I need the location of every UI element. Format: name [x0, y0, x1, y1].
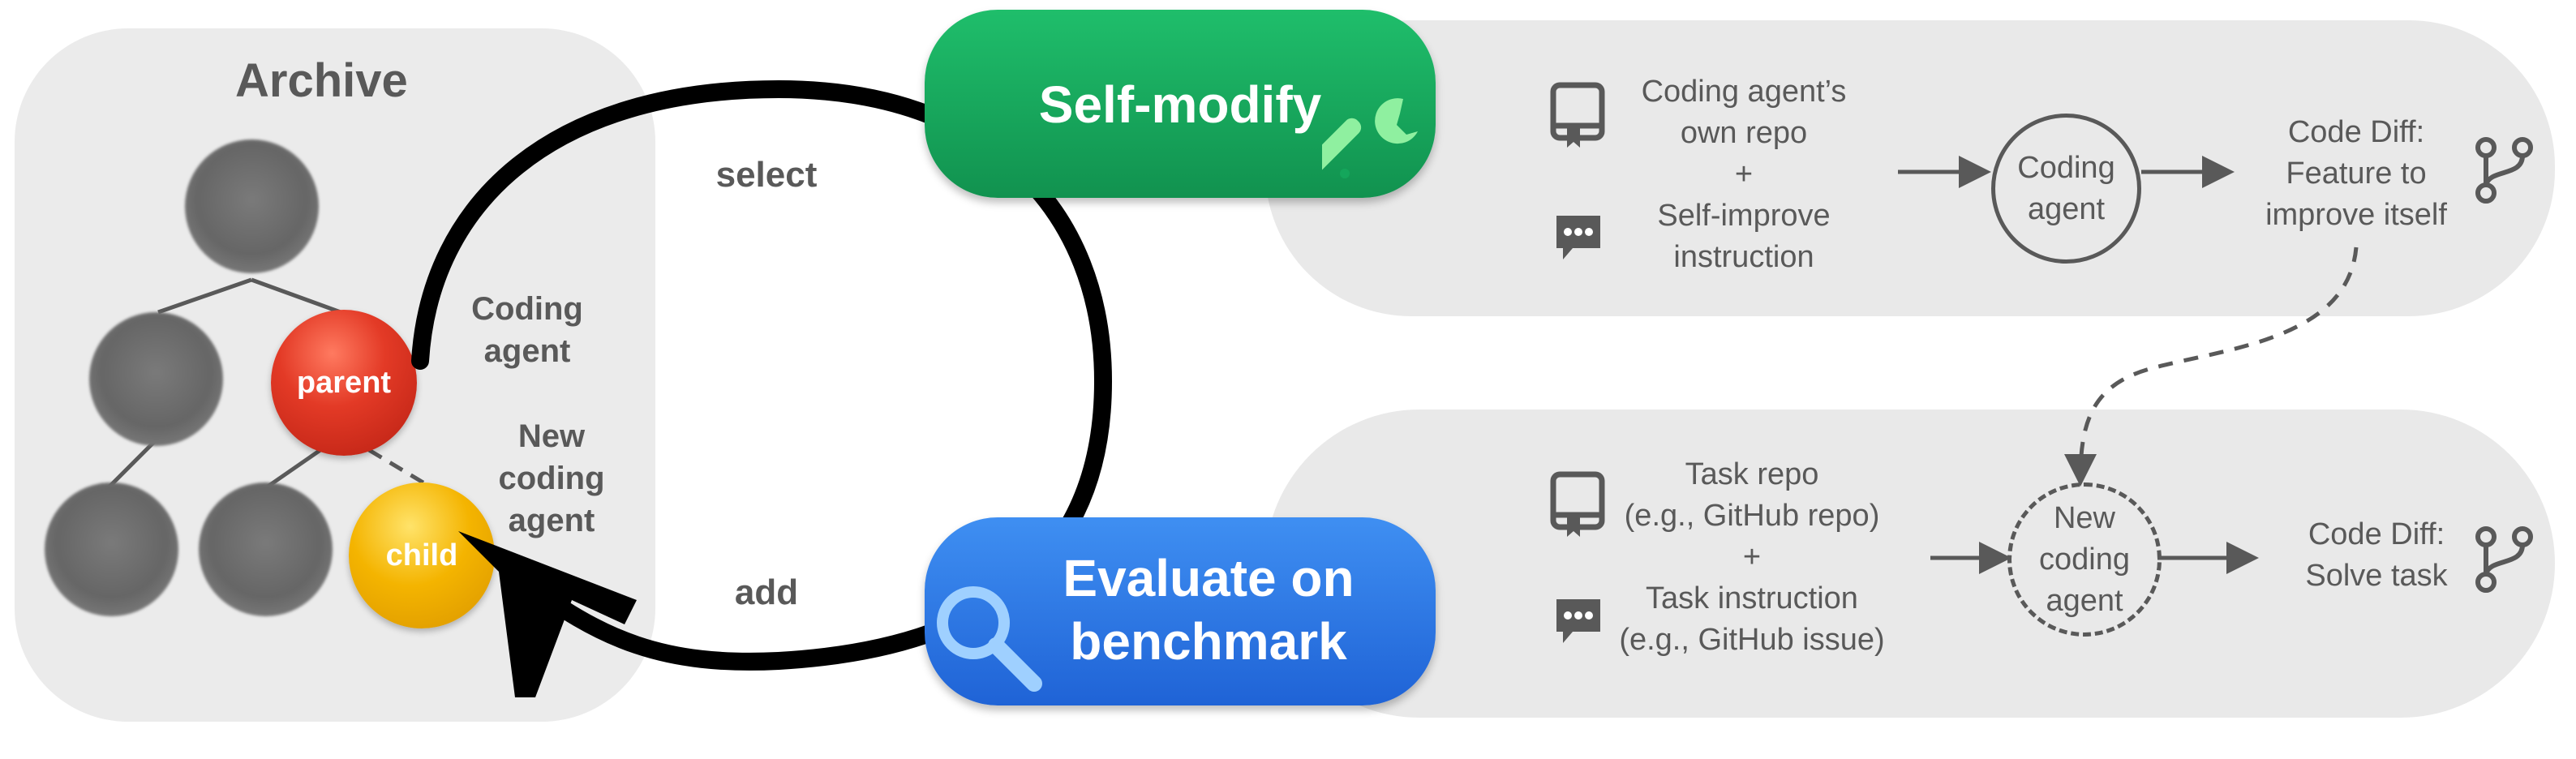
branch-icon [2475, 137, 2533, 204]
archive-node-leaf-2 [199, 482, 333, 616]
coding-agent-circle: Coding agent [1991, 114, 2141, 264]
branch-icon [2475, 526, 2533, 593]
comment-icon [1556, 599, 1600, 643]
top-input-text: Coding agent’s own repo + Self-improve i… [1641, 75, 1847, 274]
wrench-icon [1322, 98, 1418, 178]
loop-arrowhead [458, 531, 637, 697]
parent-node: parent [271, 310, 417, 456]
add-label: add [734, 572, 799, 612]
new-coding-agent-label: New coding agent [498, 418, 605, 538]
bottom-output-text: Code Diff: Solve task [2305, 517, 2448, 593]
archive-node-root [185, 139, 319, 273]
coding-agent-label: Coding agent [471, 291, 583, 369]
self-modify-button[interactable]: Self-modify [925, 10, 1436, 198]
bottom-input-text: Task repo (e.g., GitHub repo) + Task ins… [1619, 457, 1885, 657]
top-output-text: Code Diff: Feature to improve itself [2265, 115, 2447, 232]
dashed-feedback-arrow [2064, 247, 2359, 487]
repo-icon [1550, 471, 1605, 537]
repo-icon [1550, 82, 1605, 148]
comment-icon [1556, 216, 1600, 259]
archive-title: Archive [235, 54, 408, 107]
magnifier-icon [937, 586, 1042, 692]
evaluate-label: Evaluate on benchmark [1063, 549, 1355, 671]
archive-node-left [89, 312, 223, 446]
child-node: child [349, 482, 495, 628]
self-modify-flow-panel [1265, 20, 2555, 316]
select-label: select [715, 155, 818, 195]
evaluate-button[interactable]: Evaluate on benchmark [925, 517, 1436, 705]
self-modify-label: Self-modify [1038, 75, 1322, 134]
evaluate-flow-panel [1265, 410, 2555, 718]
archive-node-leaf-1 [45, 482, 178, 616]
